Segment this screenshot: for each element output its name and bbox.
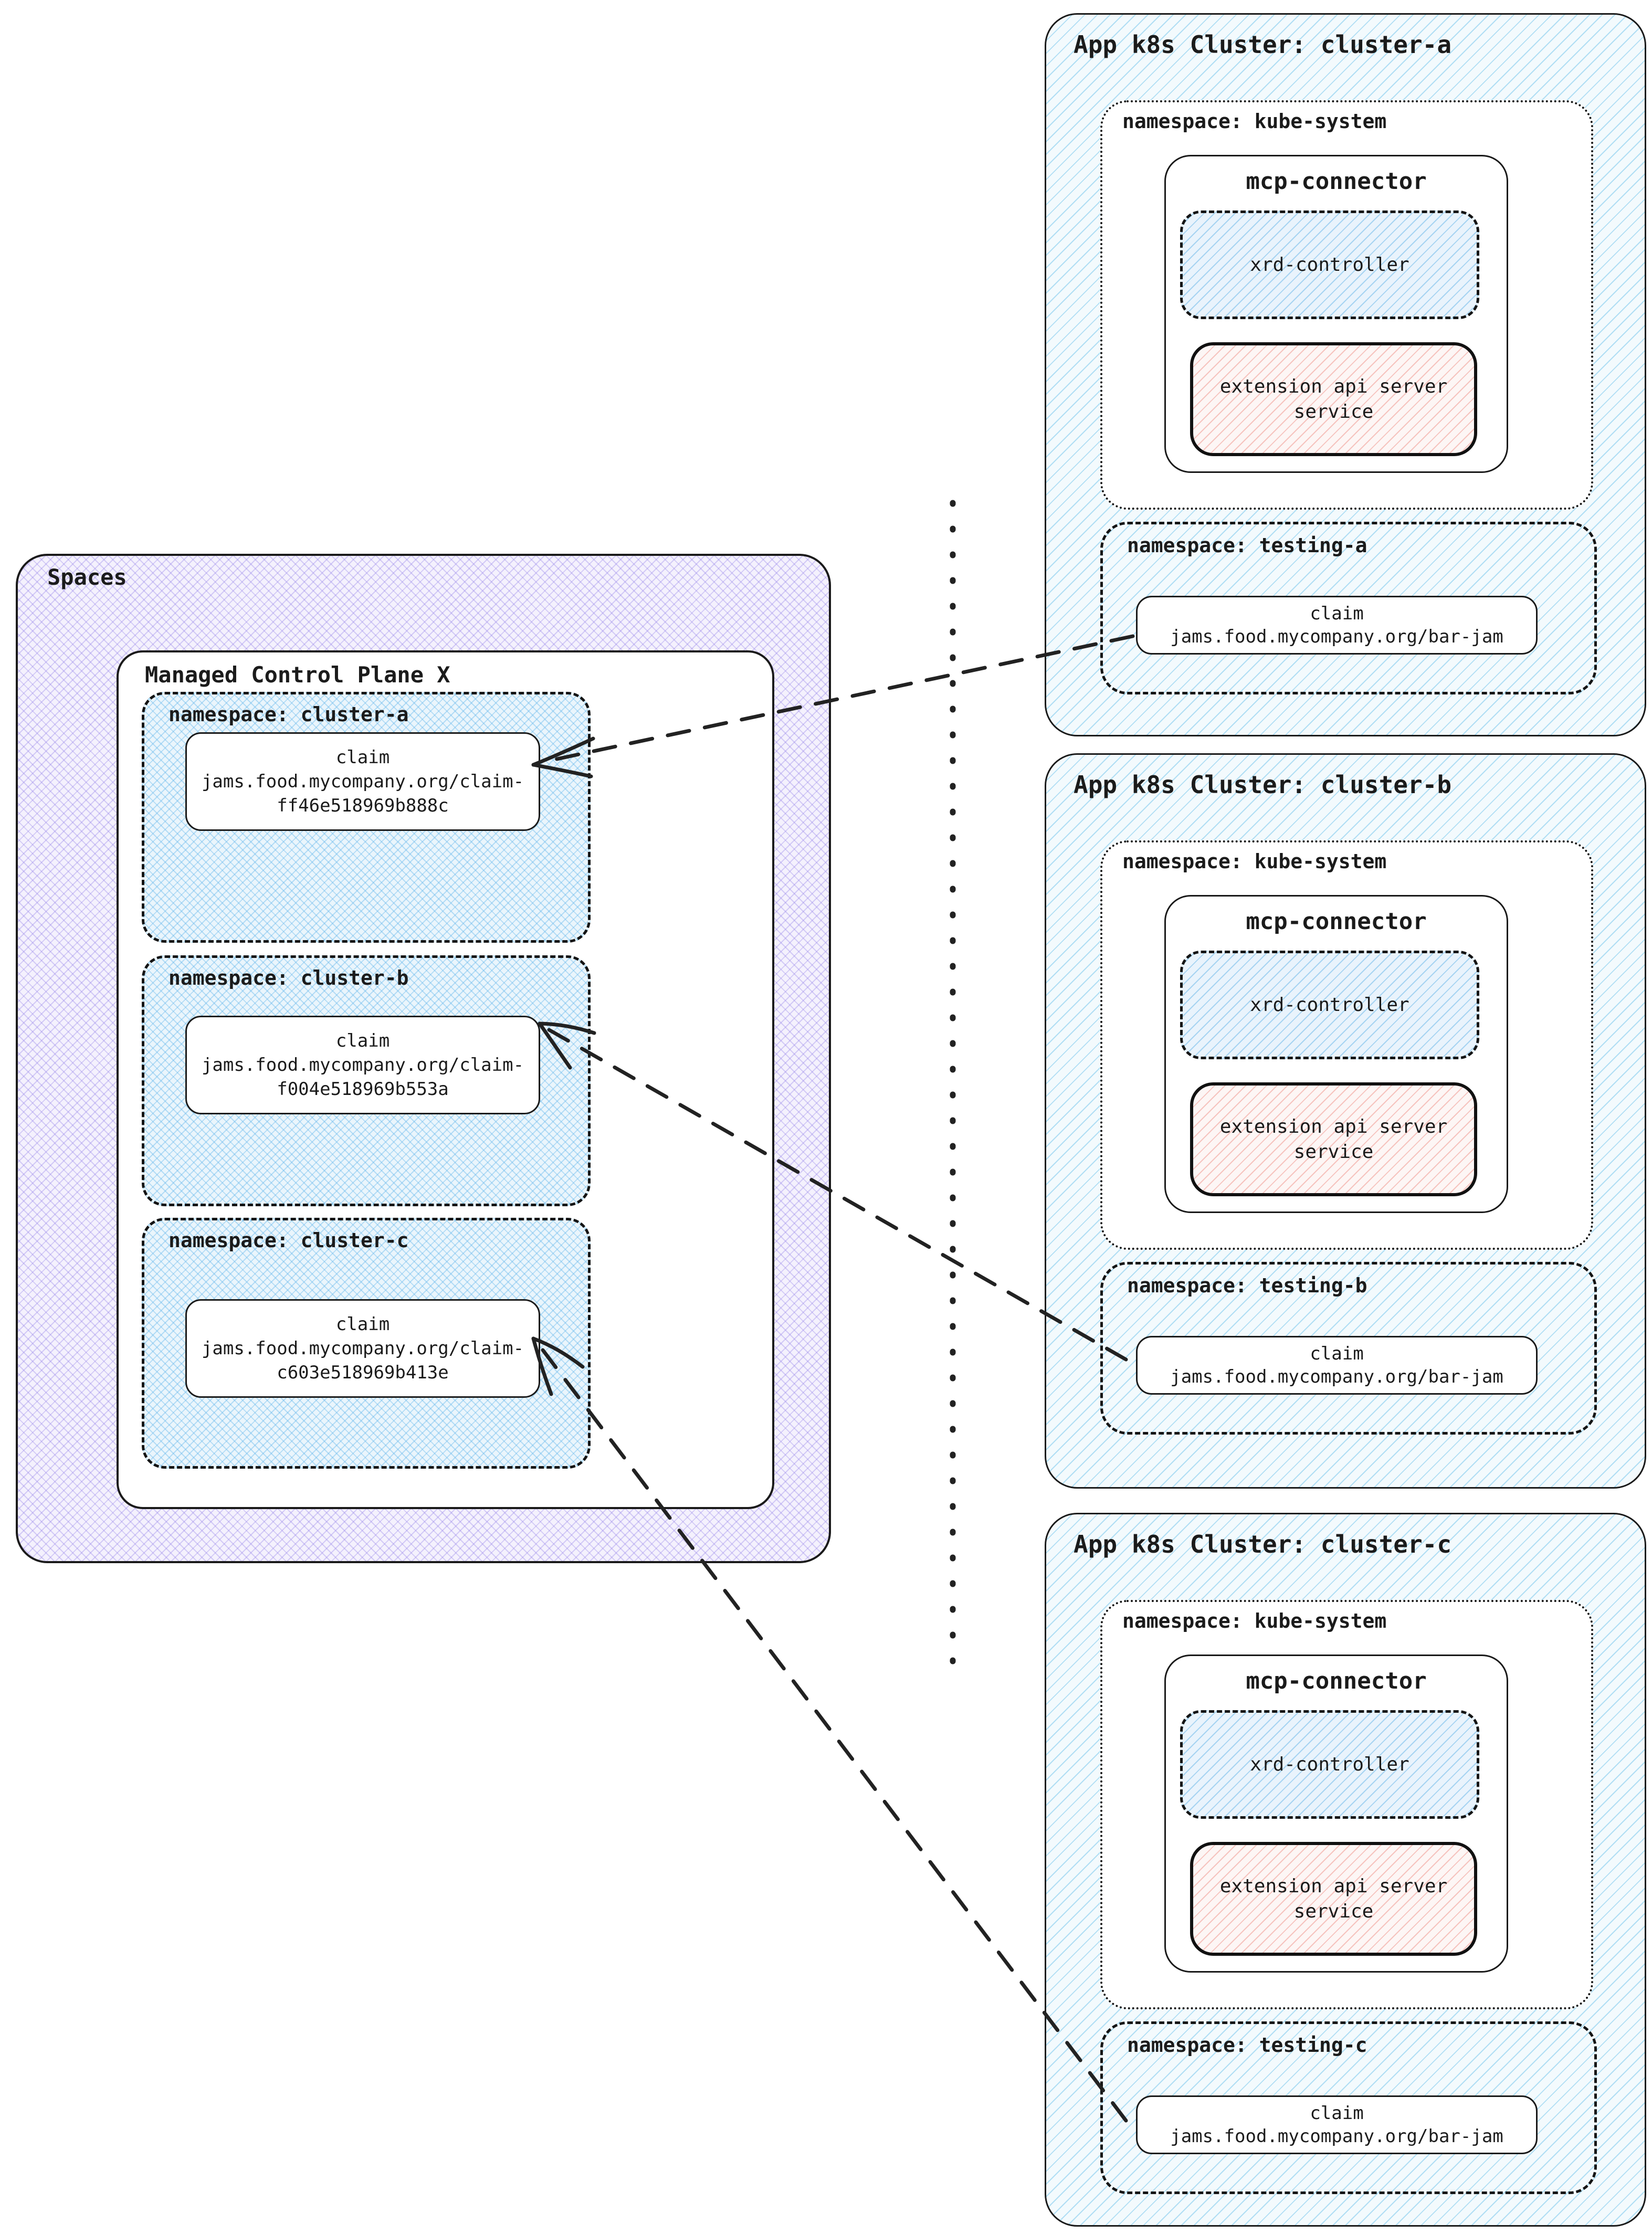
cluster-box-c: App k8s Cluster: cluster-c namespace: ku… (1045, 1513, 1646, 2227)
namespace-box-cluster-c: namespace: cluster-c claim jams.food.myc… (142, 1218, 591, 1469)
claim-title: claim (1310, 2103, 1364, 2124)
cluster-title: App k8s Cluster: cluster-a (1074, 30, 1452, 59)
kube-system-box: namespace: kube-system mcp-connector xrd… (1100, 100, 1593, 510)
testing-namespace-label: namespace: testing-b (1127, 1274, 1367, 1297)
kube-system-box: namespace: kube-system mcp-connector xrd… (1100, 840, 1593, 1250)
claim-title: claim (1310, 1343, 1364, 1364)
control-plane-label: Managed Control Plane X (145, 662, 450, 688)
cluster-title: App k8s Cluster: cluster-c (1074, 1530, 1452, 1558)
kube-system-label: namespace: kube-system (1122, 850, 1387, 873)
claim-line: c603e518969b413e (277, 1362, 449, 1383)
xrd-controller-label: xrd-controller (1250, 994, 1409, 1016)
xrd-controller-label: xrd-controller (1250, 254, 1409, 276)
extension-api-line: extension api server (1219, 1115, 1448, 1137)
kube-system-label: namespace: kube-system (1122, 1609, 1387, 1632)
extension-api-line: service (1293, 1900, 1374, 1922)
claim-title: claim (1310, 603, 1364, 624)
claim-card-cluster-a: claim jams.food.mycompany.org/claim- ff4… (185, 732, 540, 831)
extension-api-line: service (1293, 401, 1374, 423)
namespace-box-cluster-a: namespace: cluster-a claim jams.food.myc… (142, 692, 591, 943)
testing-namespace-label: namespace: testing-a (1127, 534, 1367, 557)
kube-system-label: namespace: kube-system (1122, 110, 1387, 133)
namespace-label: namespace: cluster-a (169, 703, 409, 726)
claim-line: jams.food.mycompany.org/claim- (201, 771, 524, 792)
extension-api-service-box: extension api server service (1190, 1082, 1477, 1196)
claim-line: jams.food.mycompany.org/bar-jam (1170, 626, 1503, 647)
namespace-label: namespace: cluster-c (169, 1229, 409, 1252)
extension-api-service-box: extension api server service (1190, 342, 1477, 456)
xrd-controller-label: xrd-controller (1250, 1754, 1409, 1775)
spaces-box: Spaces Managed Control Plane X namespace… (16, 554, 831, 1563)
claim-line: jams.food.mycompany.org/claim- (201, 1055, 524, 1076)
mcp-connector-box: mcp-connector xrd-controller extension a… (1164, 1655, 1508, 1973)
claim-card-bar-jam-c: claim jams.food.mycompany.org/bar-jam (1136, 2095, 1538, 2154)
claim-line: f004e518969b553a (277, 1079, 449, 1100)
extension-api-line: extension api server (1219, 375, 1448, 397)
mcp-connector-label: mcp-connector (1246, 908, 1427, 935)
mcp-connector-label: mcp-connector (1246, 168, 1427, 195)
mcp-connector-box: mcp-connector xrd-controller extension a… (1164, 895, 1508, 1213)
kube-system-box: namespace: kube-system mcp-connector xrd… (1100, 1600, 1593, 2009)
claim-line: jams.food.mycompany.org/bar-jam (1170, 1366, 1503, 1387)
claim-line: jams.food.mycompany.org/claim- (201, 1338, 524, 1359)
testing-namespace-box-b: namespace: testing-b claim jams.food.myc… (1100, 1262, 1597, 1435)
control-plane-box: Managed Control Plane X namespace: clust… (117, 650, 774, 1509)
mcp-connector-label: mcp-connector (1246, 1668, 1427, 1694)
xrd-controller-box: xrd-controller (1180, 1710, 1479, 1819)
namespace-label: namespace: cluster-b (169, 966, 409, 989)
extension-api-line: service (1293, 1141, 1374, 1163)
testing-namespace-box-a: namespace: testing-a claim jams.food.myc… (1100, 522, 1597, 694)
claim-card-cluster-c: claim jams.food.mycompany.org/claim- c60… (185, 1299, 540, 1398)
claim-title: claim (335, 747, 390, 768)
claim-title: claim (335, 1314, 390, 1335)
claim-line: jams.food.mycompany.org/bar-jam (1170, 2126, 1503, 2147)
claim-title: claim (335, 1030, 390, 1051)
testing-namespace-box-c: namespace: testing-c claim jams.food.myc… (1100, 2021, 1597, 2194)
claim-card-bar-jam-b: claim jams.food.mycompany.org/bar-jam (1136, 1336, 1538, 1395)
mcp-connector-box: mcp-connector xrd-controller extension a… (1164, 155, 1508, 473)
testing-namespace-label: namespace: testing-c (1127, 2033, 1367, 2057)
claim-line: ff46e518969b888c (277, 795, 449, 816)
cluster-box-a: App k8s Cluster: cluster-a namespace: ku… (1045, 13, 1646, 736)
xrd-controller-box: xrd-controller (1180, 951, 1479, 1059)
namespace-box-cluster-b: namespace: cluster-b claim jams.food.myc… (142, 955, 591, 1206)
spaces-label: Spaces (47, 564, 127, 590)
claim-card-bar-jam-a: claim jams.food.mycompany.org/bar-jam (1136, 596, 1538, 655)
xrd-controller-box: xrd-controller (1180, 210, 1479, 319)
cluster-title: App k8s Cluster: cluster-b (1074, 771, 1452, 799)
cluster-box-b: App k8s Cluster: cluster-b namespace: ku… (1045, 753, 1646, 1489)
extension-api-service-box: extension api server service (1190, 1842, 1477, 1956)
extension-api-line: extension api server (1219, 1875, 1448, 1897)
claim-card-cluster-b: claim jams.food.mycompany.org/claim- f00… (185, 1016, 540, 1114)
